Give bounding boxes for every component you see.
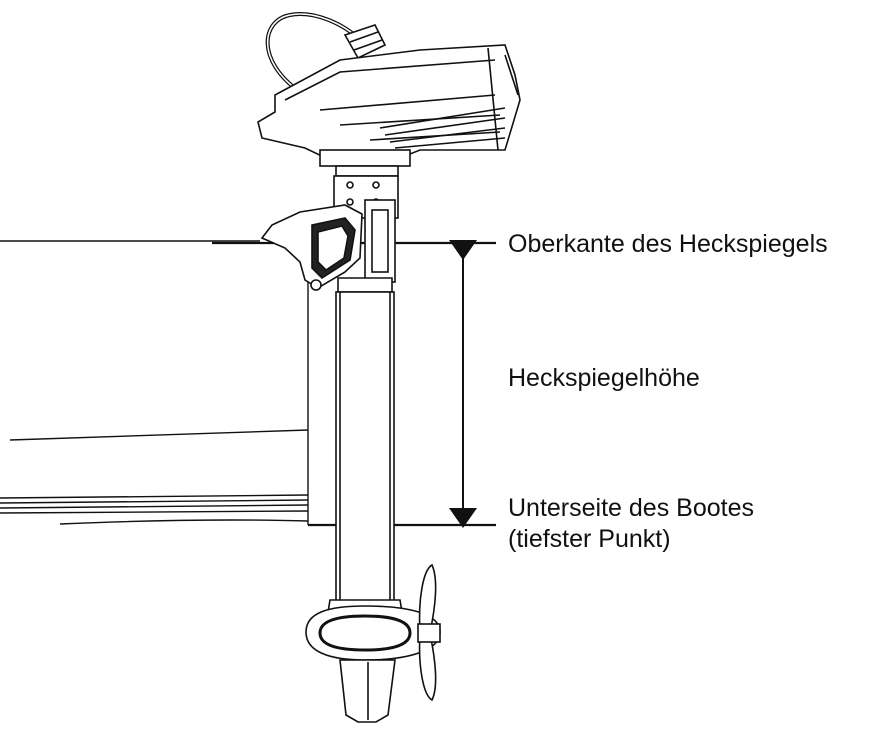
lower-unit [305,563,441,723]
boat-bottom-label-line2: (tiefster Punkt) [508,525,671,553]
boat-hull [0,240,309,525]
transom-top-label: Oberkante des Heckspiegels [508,230,828,258]
boat-bottom-label: Unterseite des Bootes (tiefster Punkt) [508,493,754,555]
boat-bottom-label-line1: Unterseite des Bootes [508,494,754,522]
motor-head [257,12,521,177]
motor-shaft [335,277,395,603]
transom-height-label: Heckspiegelhöhe [508,364,700,392]
transom-clamp [260,175,399,291]
